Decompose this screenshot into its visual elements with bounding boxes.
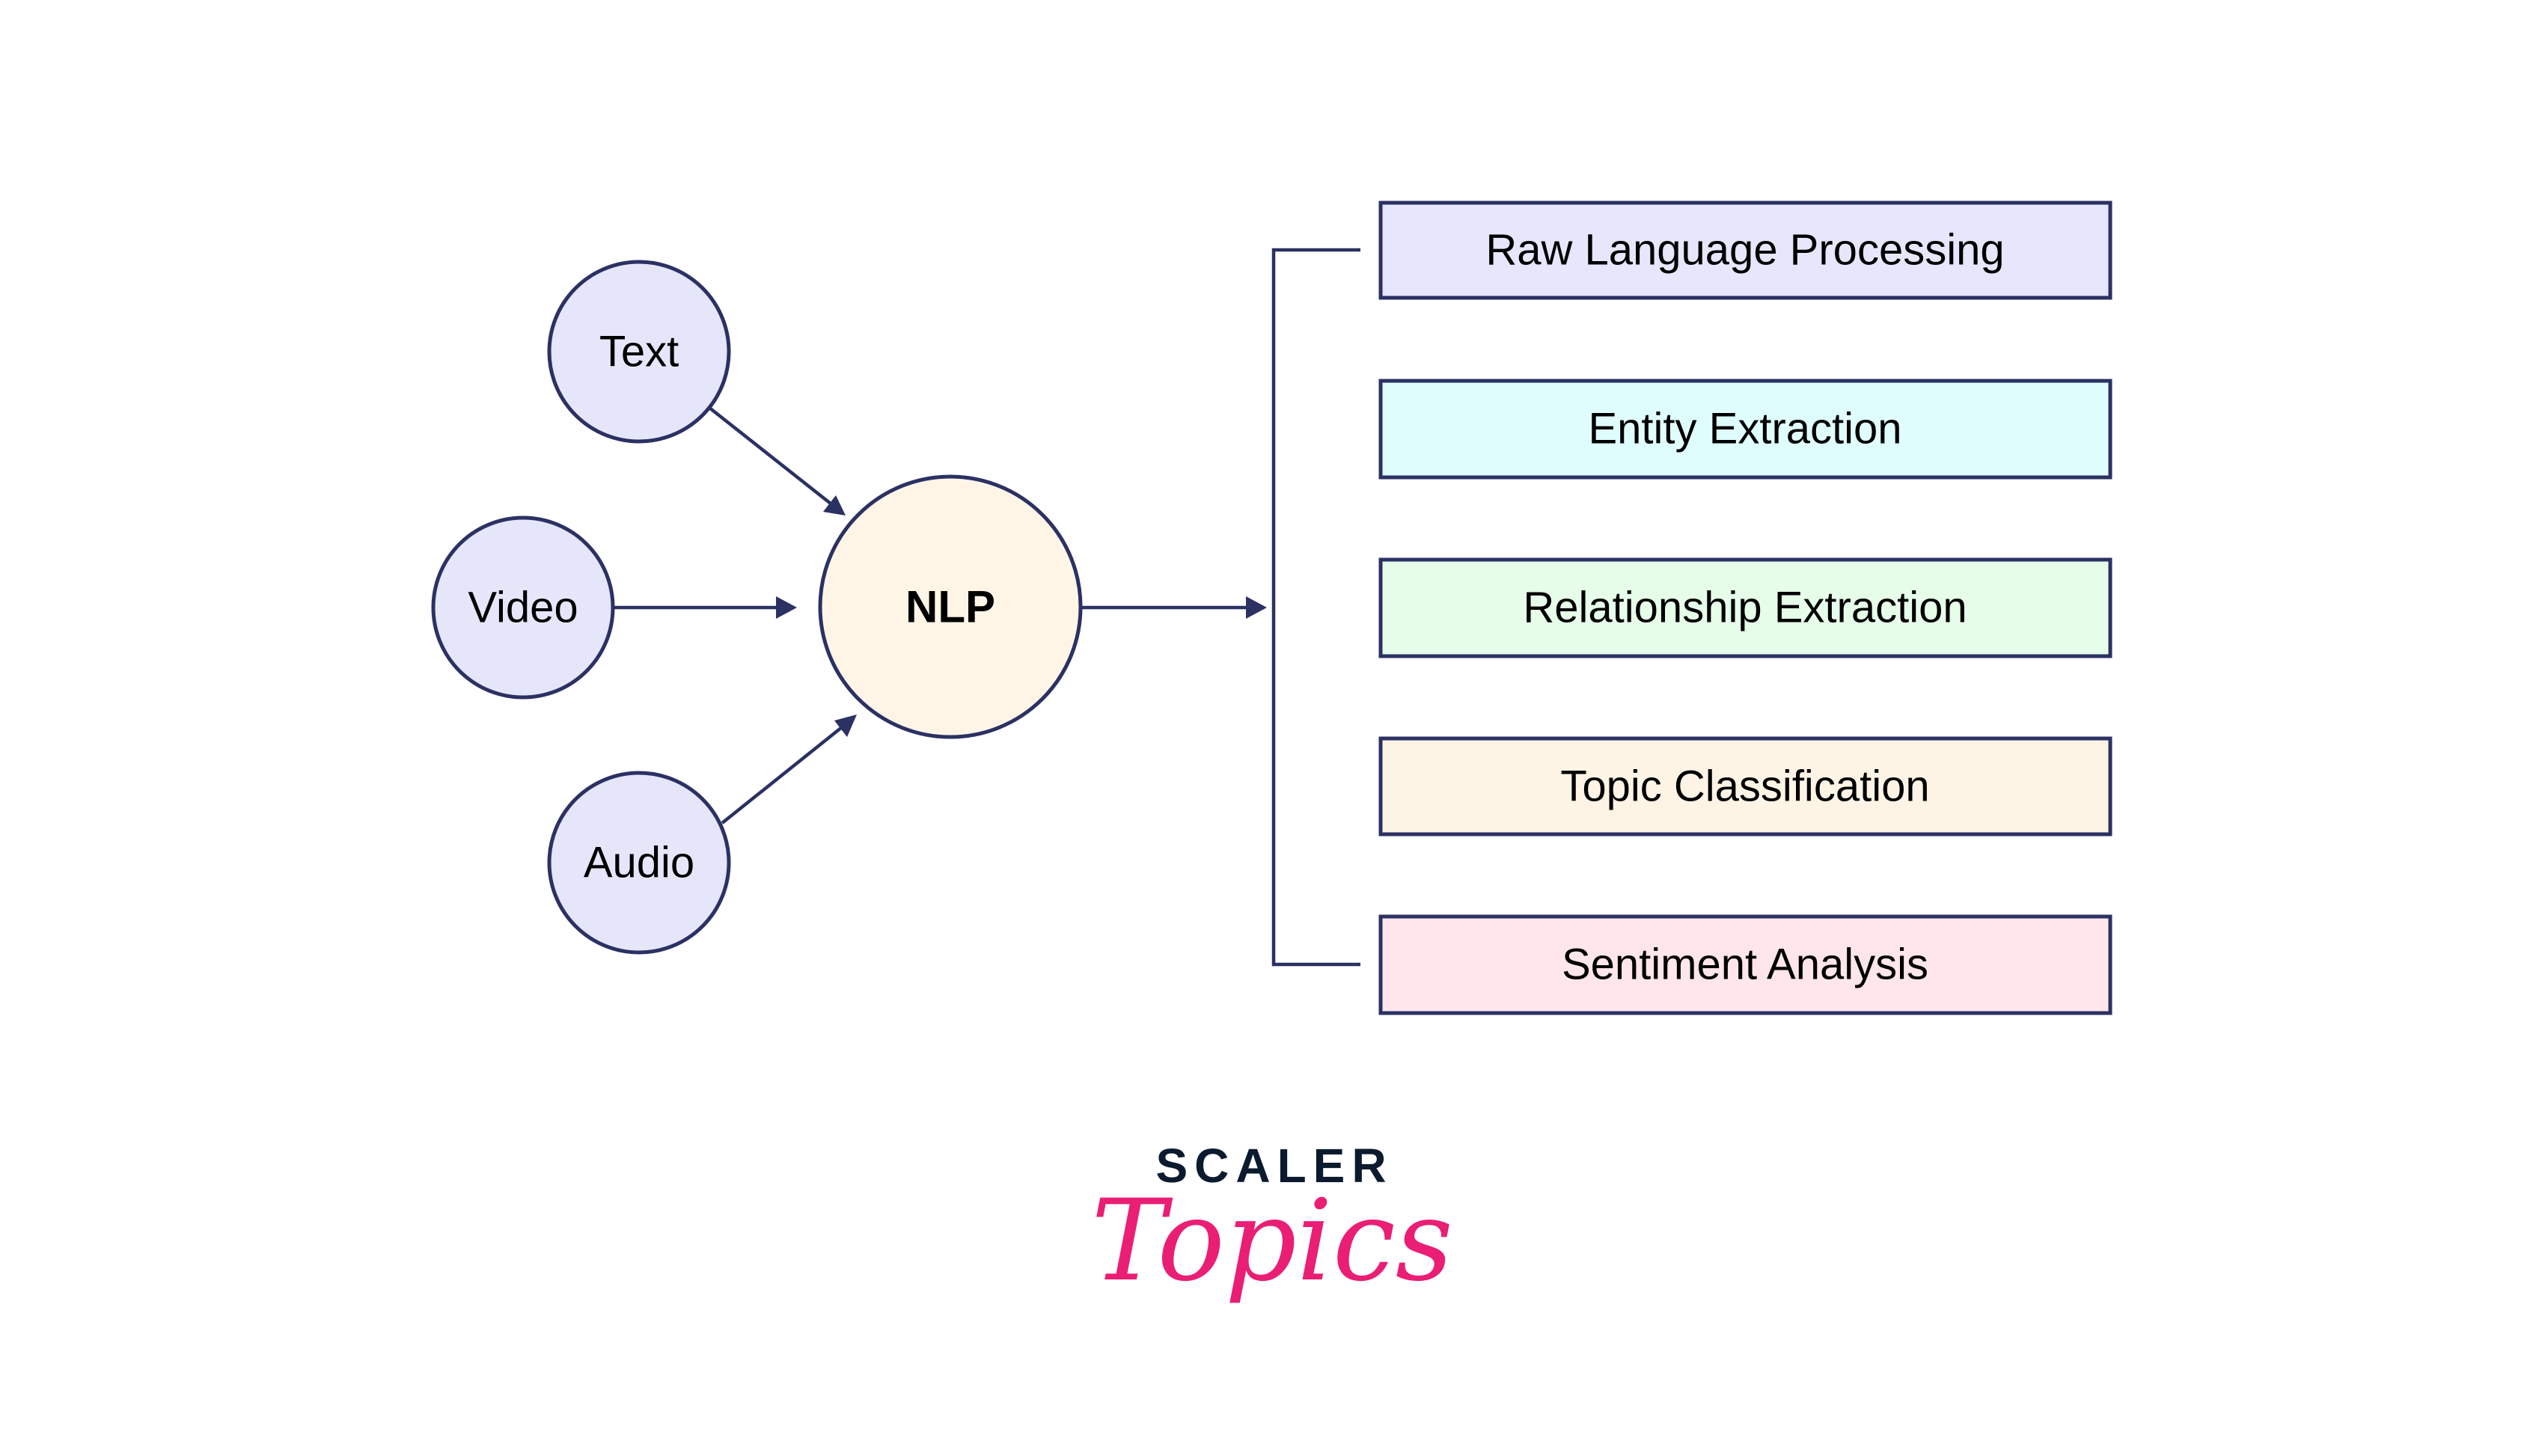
arrowhead-video-to-nlp xyxy=(776,596,797,619)
center-node-nlp-label: NLP xyxy=(905,582,995,632)
input-node-audio-circle xyxy=(547,771,731,955)
output-box-label: Sentiment Analysis xyxy=(1562,940,1928,989)
input-node-text-label: Text xyxy=(599,328,679,376)
center-node-nlp-circle xyxy=(818,474,1083,739)
output-box-entity-extraction: Entity Extraction xyxy=(1378,379,2112,480)
input-node-video: Video xyxy=(431,516,615,700)
input-node-video-label: Video xyxy=(468,584,578,632)
output-box-rect xyxy=(1378,736,2112,836)
edge-audio-to-nlp xyxy=(721,726,843,825)
input-node-audio: Audio xyxy=(547,771,731,955)
arrowhead-audio-to-nlp xyxy=(834,715,857,737)
output-box-sentiment-analysis: Sentiment Analysis xyxy=(1378,914,2112,1015)
output-box-label: Topic Classification xyxy=(1560,762,1929,811)
output-box-rect xyxy=(1378,557,2112,658)
arrowhead-text-to-nlp xyxy=(823,495,846,516)
output-box-label: Relationship Extraction xyxy=(1523,584,1967,632)
logo-scaler-text: SCALER xyxy=(1155,1139,1393,1193)
output-bracket xyxy=(1271,248,1360,967)
input-node-text-circle xyxy=(547,260,731,444)
output-box-rect xyxy=(1378,379,2112,480)
output-box-rect xyxy=(1378,201,2112,300)
center-node-nlp: NLP xyxy=(818,474,1083,739)
output-box-rect xyxy=(1378,914,2112,1015)
input-node-audio-label: Audio xyxy=(584,839,694,887)
scaler-topics-logo: SCALER Topics xyxy=(1091,1139,1453,1306)
output-box-topic-classification: Topic Classification xyxy=(1378,736,2112,836)
output-box-label: Entity Extraction xyxy=(1588,405,1901,453)
logo-topics-text: Topics xyxy=(1091,1176,1453,1306)
arrowhead-nlp-to-outputs xyxy=(1246,596,1267,619)
input-node-video-circle xyxy=(431,516,615,700)
output-box-raw-language-processing: Raw Language Processing xyxy=(1378,201,2112,300)
output-box-label: Raw Language Processing xyxy=(1485,226,2004,275)
output-box-relationship-extraction: Relationship Extraction xyxy=(1378,557,2112,658)
input-node-text: Text xyxy=(547,260,731,444)
edge-text-to-nlp xyxy=(708,406,832,505)
